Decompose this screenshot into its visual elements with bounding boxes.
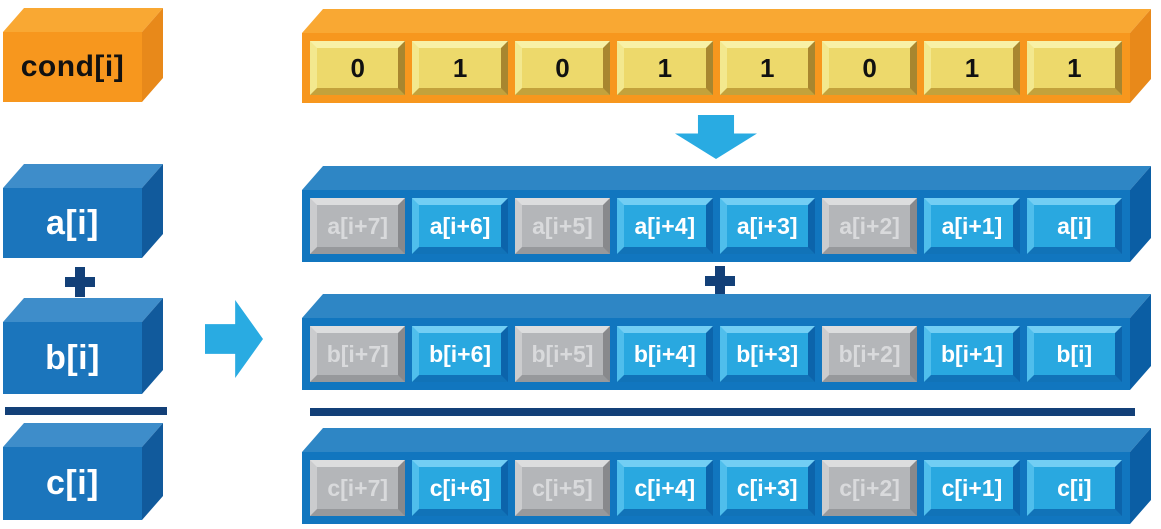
down-arrow-icon <box>675 115 757 159</box>
cond-cell-1: 1 <box>412 41 508 95</box>
b-vector-bar-side-face <box>1130 294 1151 390</box>
c-vector-bar-side-face <box>1130 428 1151 524</box>
c-cell-6: c[i+1] <box>924 460 1020 516</box>
b-cell-5: b[i+2] <box>821 326 918 382</box>
c-cell-5: c[i+2] <box>821 460 918 516</box>
c-box-side-face <box>142 423 163 520</box>
b-cell-4: b[i+3] <box>719 326 815 382</box>
c-cell-3: c[i+4] <box>617 460 713 516</box>
a-vector-bar-top-face <box>302 166 1151 190</box>
cond-cell-7: 1 <box>1026 41 1122 95</box>
cond-cell-3: 1 <box>617 41 713 95</box>
a-vector-cells: a[i+7]a[i+6]a[i+5]a[i+4]a[i+3]a[i+2]a[i+… <box>302 190 1130 262</box>
cond-box-top-face <box>3 8 163 32</box>
cond-vector-bar-side-face <box>1130 9 1151 103</box>
cond-cell-5: 0 <box>821 41 918 95</box>
a-box: a[i] <box>3 164 163 258</box>
c-box-label: c[i] <box>3 447 142 520</box>
cond-cell-4: 1 <box>719 41 815 95</box>
c-box-top-face <box>3 423 163 447</box>
a-cell-0: a[i+7] <box>310 198 406 254</box>
a-cell-7: a[i] <box>1026 198 1122 254</box>
plus-operator-right-label: + <box>705 266 706 267</box>
a-cell-5: a[i+2] <box>821 198 918 254</box>
a-box-side-face <box>142 164 163 258</box>
c-cell-4: c[i+3] <box>719 460 815 516</box>
b-box: b[i] <box>3 298 163 394</box>
cond-cell-0: 0 <box>310 41 406 95</box>
c-vector-bar-top-face <box>302 428 1151 452</box>
a-box-label: a[i] <box>3 188 142 258</box>
b-cell-2: b[i+5] <box>514 326 611 382</box>
b-vector-bar: b[i+7]b[i+6]b[i+5]b[i+4]b[i+3]b[i+2]b[i+… <box>302 294 1151 390</box>
c-cell-7: c[i] <box>1026 460 1122 516</box>
plus-operator-left: + <box>65 267 95 297</box>
a-cell-3: a[i+4] <box>617 198 713 254</box>
a-cell-6: a[i+1] <box>924 198 1020 254</box>
b-box-label: b[i] <box>3 322 142 394</box>
b-cell-1: b[i+6] <box>412 326 508 382</box>
b-cell-3: b[i+4] <box>617 326 713 382</box>
right-arrow-icon <box>205 300 263 378</box>
c-cell-0: c[i+7] <box>310 460 406 516</box>
c-cell-1: c[i+6] <box>412 460 508 516</box>
b-cell-6: b[i+1] <box>924 326 1020 382</box>
b-cell-7: b[i] <box>1026 326 1122 382</box>
c-cell-2: c[i+5] <box>514 460 611 516</box>
a-cell-2: a[i+5] <box>514 198 611 254</box>
plus-operator-right: + <box>705 266 735 296</box>
a-cell-4: a[i+3] <box>719 198 815 254</box>
b-cell-0: b[i+7] <box>310 326 406 382</box>
c-vector-cells: c[i+7]c[i+6]c[i+5]c[i+4]c[i+3]c[i+2]c[i+… <box>302 452 1130 524</box>
cond-box-label: cond[i] <box>3 32 142 102</box>
a-vector-bar: a[i+7]a[i+6]a[i+5]a[i+4]a[i+3]a[i+2]a[i+… <box>302 166 1151 262</box>
cond-cell-2: 0 <box>514 41 611 95</box>
c-vector-bar: c[i+7]c[i+6]c[i+5]c[i+4]c[i+3]c[i+2]c[i+… <box>302 428 1151 524</box>
plus-operator-left-label: + <box>65 267 66 268</box>
a-cell-1: a[i+6] <box>412 198 508 254</box>
equals-line-right <box>310 408 1135 416</box>
b-box-side-face <box>142 298 163 394</box>
cond-box-side-face <box>142 8 163 102</box>
b-box-top-face <box>3 298 163 322</box>
cond-box: cond[i] <box>3 8 163 102</box>
c-box: c[i] <box>3 423 163 520</box>
cond-vector-bar-top-face <box>302 9 1151 33</box>
a-vector-bar-side-face <box>1130 166 1151 262</box>
b-vector-bar-top-face <box>302 294 1151 318</box>
cond-cell-6: 1 <box>924 41 1020 95</box>
a-box-top-face <box>3 164 163 188</box>
equals-line-left <box>5 407 167 415</box>
b-vector-cells: b[i+7]b[i+6]b[i+5]b[i+4]b[i+3]b[i+2]b[i+… <box>302 318 1130 390</box>
